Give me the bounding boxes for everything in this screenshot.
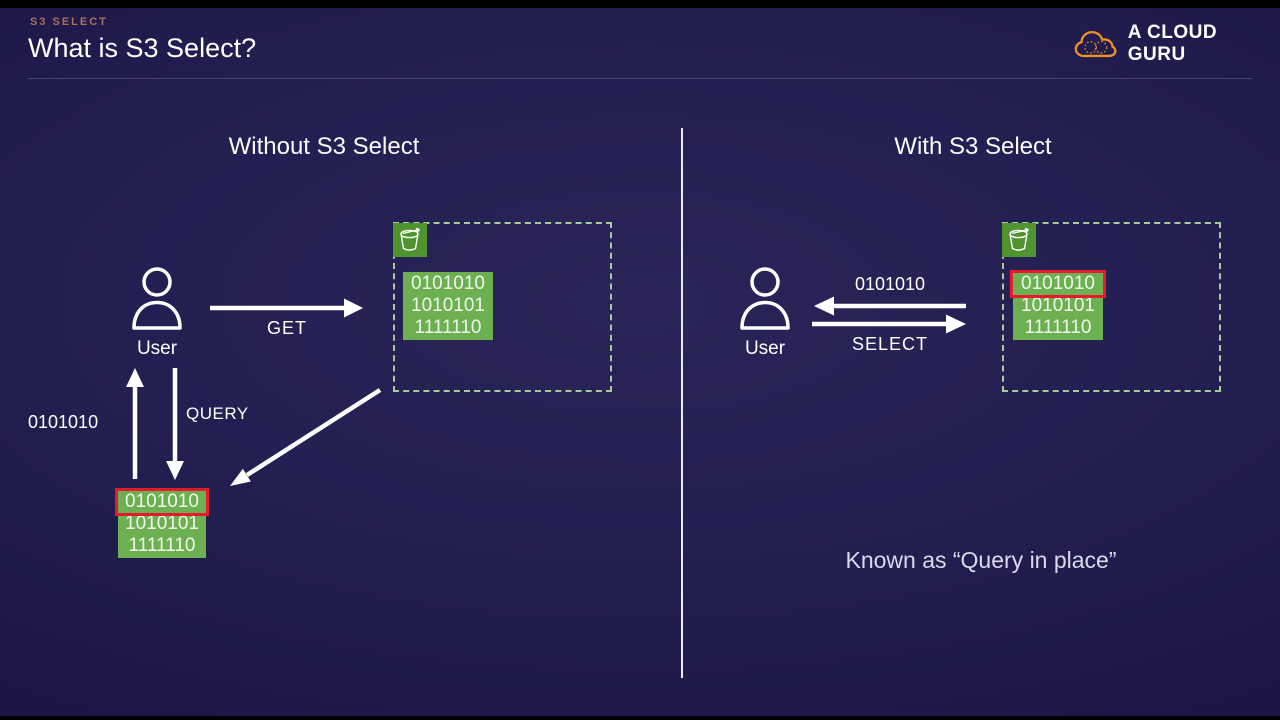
cloud-guru-icon [1074, 30, 1117, 57]
get-label: GET [266, 318, 307, 338]
letterbox-bottom [0, 716, 1280, 720]
binary-row: 1010101 [1021, 295, 1095, 316]
user-icon [740, 267, 790, 330]
binary-row: 1010101 [125, 513, 199, 534]
left-bucket-data-block: 0101010 1010101 1111110 [403, 272, 493, 340]
bucket-to-result-arrow [230, 388, 382, 486]
binary-row: 0101010 [411, 273, 485, 294]
right-user-figure: User [726, 266, 804, 360]
right-bucket-data-block: 0101010 1010101 1111110 [1010, 270, 1106, 340]
user-label: User [136, 338, 178, 359]
right-panel-heading: With S3 Select [894, 133, 1052, 160]
s3-bucket-icon [1002, 223, 1036, 257]
left-s3-bucket-boundary [393, 222, 612, 392]
binary-row: 1111110 [128, 535, 196, 556]
user-label: User [744, 338, 786, 359]
response-arrow [814, 296, 966, 316]
query-in-place-caption: Known as “Query in place” [845, 547, 1117, 573]
left-user-figure: User [118, 266, 196, 360]
s3-bucket-icon [393, 223, 427, 257]
user-icon [132, 267, 182, 330]
brand-logo-text: A CLOUD GURU [1127, 22, 1218, 65]
select-label: SELECT [851, 334, 929, 354]
select-arrow [812, 314, 966, 334]
query-down-arrow [166, 368, 184, 480]
binary-row-highlighted: 0101010 [115, 488, 209, 516]
header-divider [28, 78, 1252, 79]
page-title: What is S3 Select? [28, 33, 257, 63]
left-returned-data: 0101010 [28, 412, 99, 432]
letterbox-top [0, 0, 1280, 8]
binary-row: 1111110 [414, 317, 482, 338]
panel-divider [681, 128, 683, 678]
left-result-data-block: 0101010 1010101 1111110 [115, 488, 209, 558]
course-eyebrow: S3 SELECT [30, 16, 108, 28]
response-up-arrow [126, 368, 144, 479]
right-returned-data: 0101010 [854, 274, 926, 294]
left-panel-heading: Without S3 Select [228, 133, 420, 160]
binary-row: 1111110 [1024, 317, 1092, 338]
get-arrow [210, 298, 363, 318]
binary-row-highlighted: 0101010 [1010, 270, 1106, 298]
right-s3-bucket-boundary [1002, 222, 1221, 392]
binary-row: 1010101 [411, 295, 485, 316]
query-label: QUERY [186, 404, 249, 423]
brand-logo: A CLOUD GURU [1072, 22, 1280, 66]
